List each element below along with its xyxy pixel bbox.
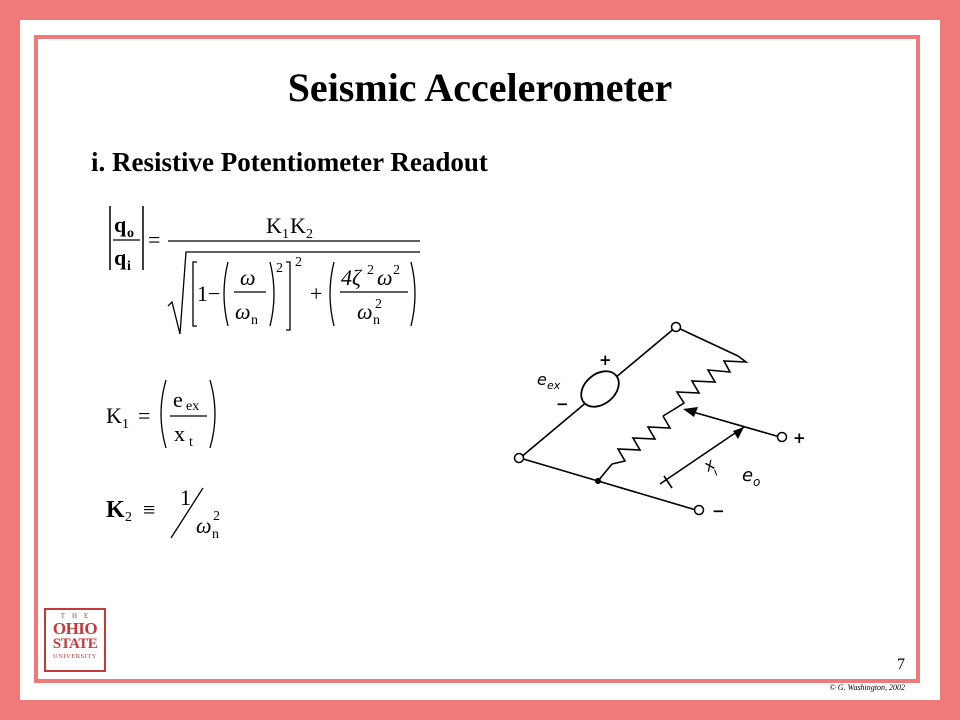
displacement-axis [659,426,745,485]
wiper-arrowhead [683,407,698,417]
label-minus-left: − [556,395,569,413]
eq1-num-k2: K [290,213,306,238]
terminal-output-minus [693,504,705,516]
label-plus-top: + [599,351,612,369]
eq1-omega: ω [240,265,256,290]
eq1-sub-n-2: n [373,313,380,328]
slide-title: Seismic Accelerometer [287,65,673,110]
wire-bottom-right [597,480,697,511]
wire-bottom-left [519,457,599,482]
label-output-plus: + [793,429,806,447]
eq1-sub-n: n [251,313,258,328]
eq1-omega-n: ω [235,299,251,324]
ohio-state-logo: THE OHIO STATE UNIVERSITY [44,608,106,672]
voltage-source [580,370,620,408]
eq1-one-minus: 1− [197,281,220,306]
eq2-k: K [106,403,122,428]
logo-the: THE [60,612,96,620]
eq1-omega-sq: 2 [393,263,400,278]
logo-ohio: OHIO [52,619,98,638]
eq1-q-top: q [114,212,127,237]
displacement-arrowhead [733,427,744,439]
eq3-omega: ω [196,513,212,538]
eq1-plus: + [310,281,322,306]
slide-subtitle: i. Resistive Potentiometer Readout [91,147,488,177]
label-e-source: e [537,370,547,389]
wire-left-to-source [519,400,589,459]
eq2-e-sub: ex [186,399,199,414]
eq1-num-sub1: 1 [282,227,289,242]
wiper-line [692,411,781,438]
eq1-num-sub2: 2 [306,227,313,242]
logo-state: STATE [52,636,98,652]
eq1-q-bottom: q [114,245,127,270]
eq1-outer-sq: 2 [295,255,302,270]
eq1-num-k1: K [266,213,282,238]
eq1-omega-n-sq: 2 [375,297,382,312]
terminal-top [670,321,682,333]
label-displacement-sub: i [711,466,720,479]
eq1-zeta-sq: 2 [367,263,374,278]
resistor-inner [611,415,672,465]
eq1-equals: = [148,227,160,252]
slide-inner-frame [34,35,920,683]
eq2-equals: = [138,403,150,428]
eq3-sub: 2 [125,510,132,525]
terminal-left [513,452,525,464]
resistor-outer [672,355,749,411]
logo-university: UNIVERSITY [53,653,97,660]
label-output-minus: − [712,502,725,520]
wire-top-to-resistor [675,326,739,357]
eq1-sub-o: o [127,226,134,241]
copyright-notice: © G. Washington, 2002 [829,683,905,692]
wire-source-to-top [614,326,677,379]
terminal-output-plus [776,431,788,443]
eq1-omega-2: ω [377,265,393,290]
eq1-inner-sq: 2 [276,261,283,276]
eq1-sub-i: i [127,259,131,274]
eq1-omega-n-2: ω [357,299,373,324]
eq3-sq: 2 [213,509,220,524]
eq3-one: 1 [180,485,191,510]
eq3-k: K [106,497,125,523]
eq2-sub: 1 [122,417,129,432]
label-e-output-sub: o [753,475,760,489]
eq2-x-sub: t [189,435,193,450]
eq1-four-zeta: 4ζ [341,265,363,290]
eq2-e: e [173,387,183,412]
eq2-x: x [174,421,185,446]
label-e-output: e [742,465,753,486]
eq3-equiv: ≡ [143,497,155,522]
page-number: 7 [897,656,905,673]
label-e-source-sub: ex [547,379,561,392]
eq3-sub-n: n [212,527,219,542]
junction-node [595,478,601,484]
